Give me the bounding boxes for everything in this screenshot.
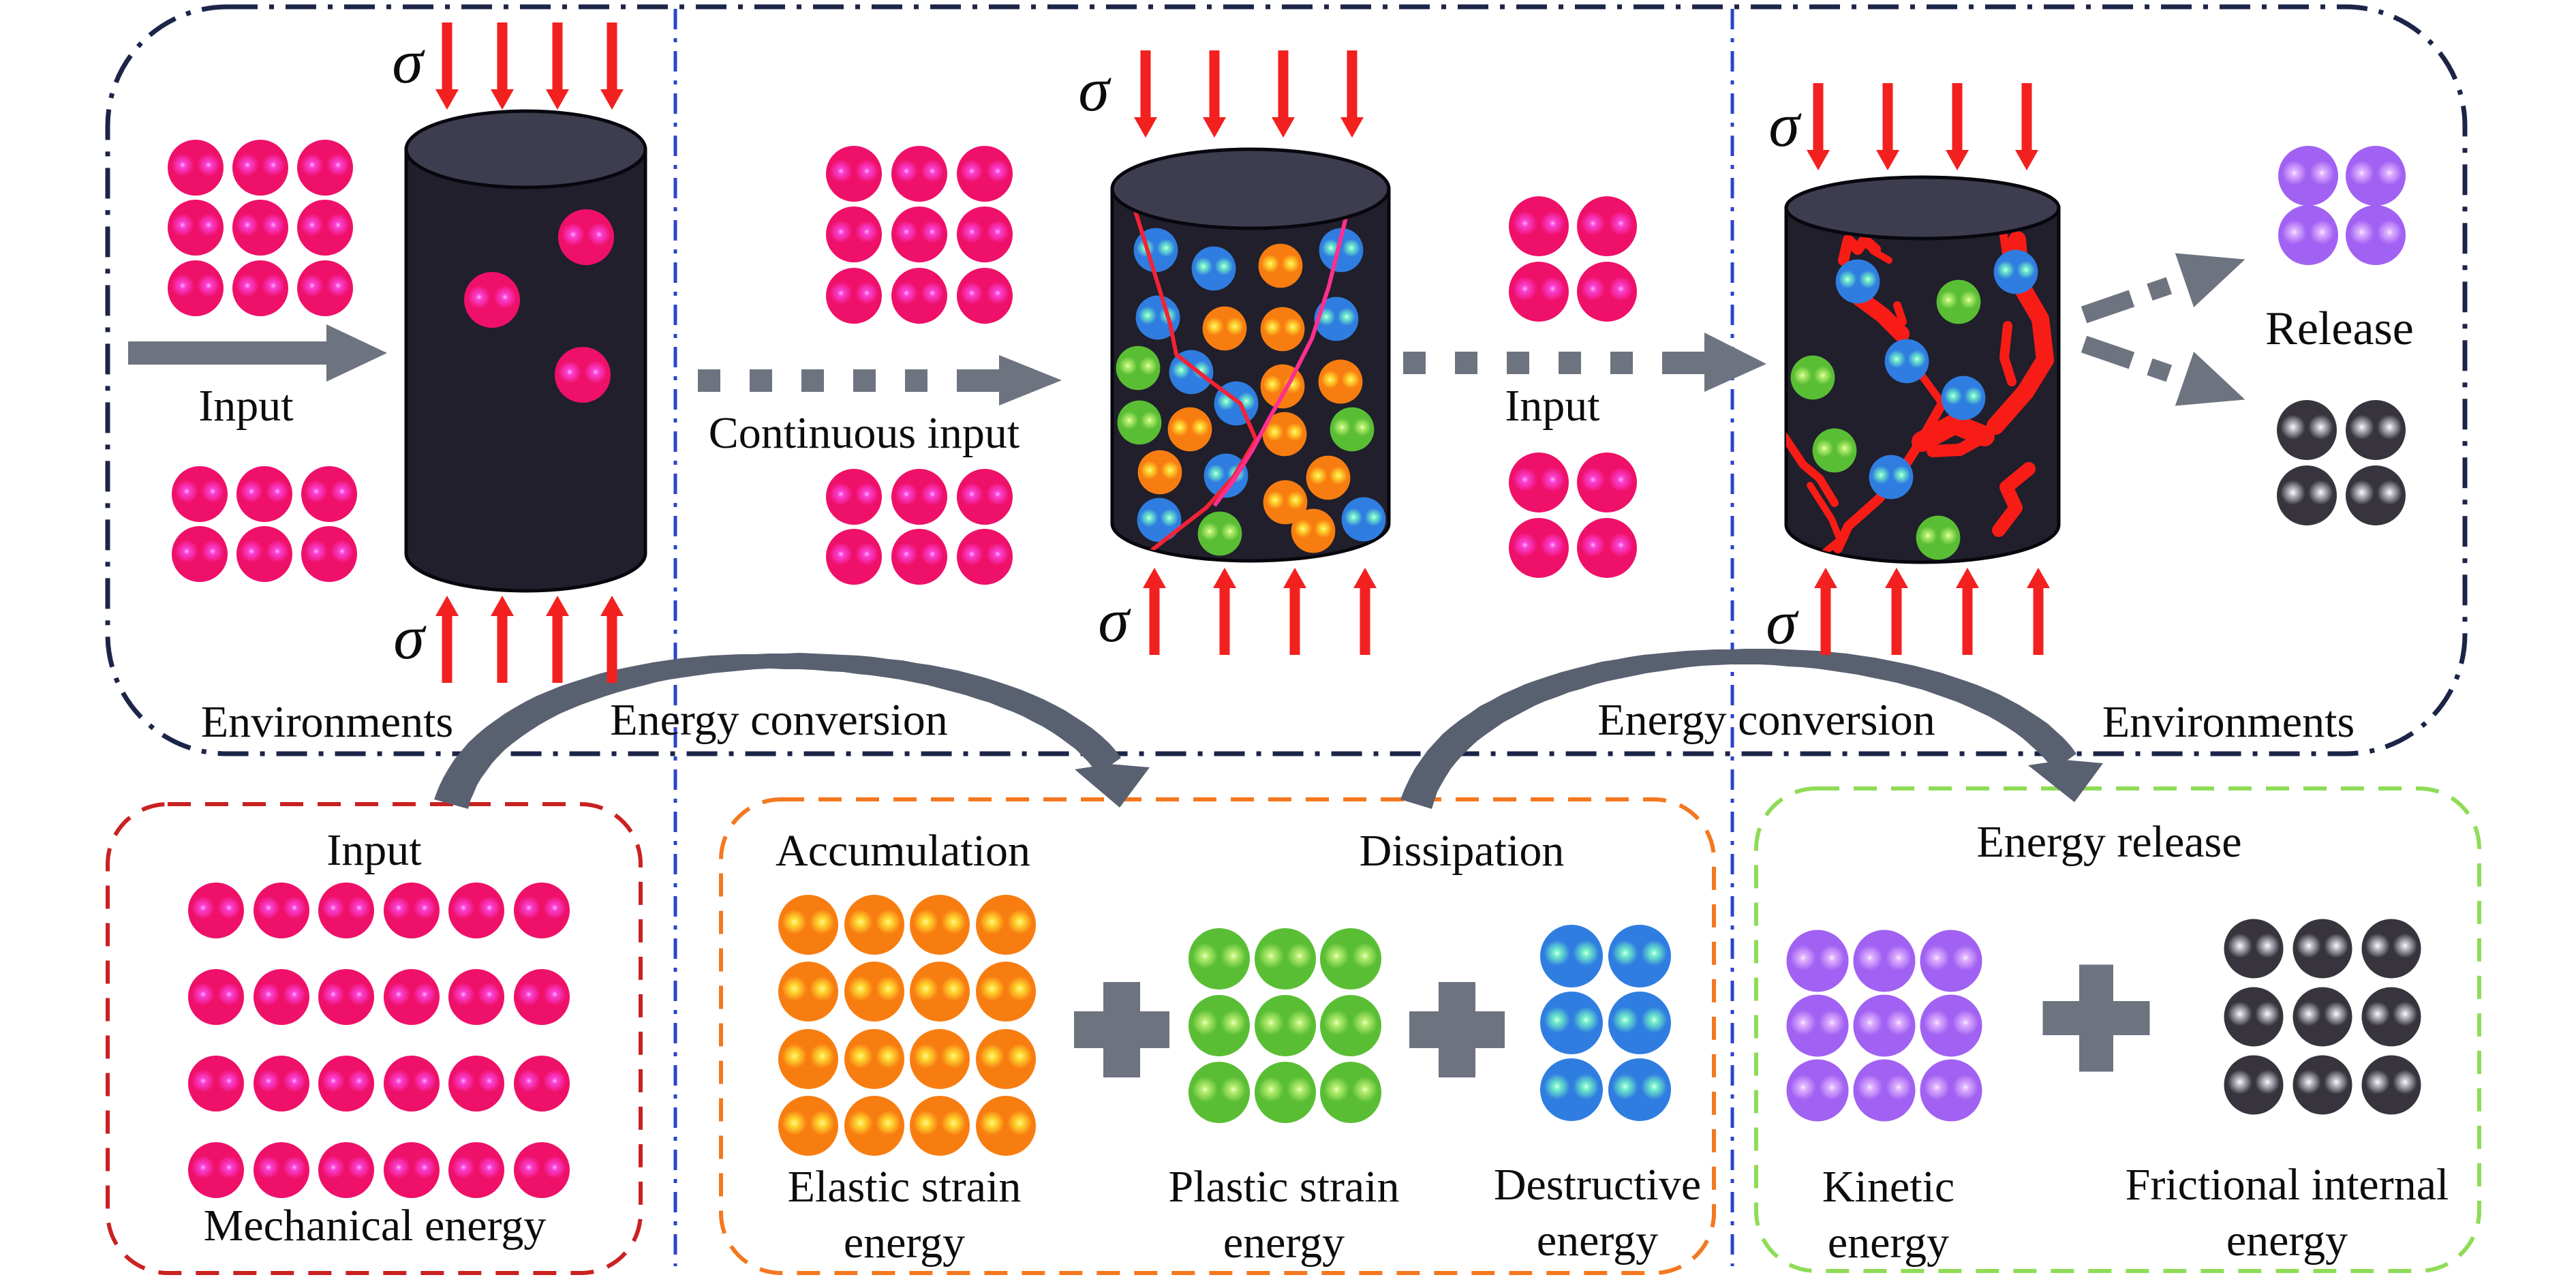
svg-text:energy: energy: [844, 1218, 965, 1268]
svg-text:Input: Input: [1505, 381, 1599, 431]
svg-text:energy: energy: [1223, 1218, 1345, 1268]
svg-text:σ: σ: [1768, 90, 1802, 159]
svg-text:Plastic strain: Plastic strain: [1168, 1162, 1399, 1212]
svg-text:Frictional internal: Frictional internal: [2126, 1160, 2449, 1210]
svg-text:Input: Input: [198, 381, 293, 431]
svg-text:energy: energy: [1537, 1216, 1658, 1266]
svg-text:Kinetic: Kinetic: [1822, 1162, 1954, 1212]
svg-text:Continuous input: Continuous input: [709, 408, 1020, 458]
svg-text:Input: Input: [326, 825, 421, 875]
svg-text:Dissipation: Dissipation: [1360, 826, 1565, 876]
svg-text:Environments: Environments: [201, 697, 453, 747]
svg-text:Elastic strain: Elastic strain: [788, 1162, 1022, 1212]
svg-text:Accumulation: Accumulation: [776, 826, 1030, 876]
svg-text:energy: energy: [1828, 1218, 1949, 1268]
svg-text:σ: σ: [1766, 587, 1799, 657]
svg-text:σ: σ: [1098, 585, 1131, 655]
svg-text:Release: Release: [2265, 303, 2414, 355]
svg-text:σ: σ: [393, 602, 427, 672]
svg-text:Destructive: Destructive: [1494, 1160, 1701, 1210]
svg-text:Energy release: Energy release: [1976, 817, 2241, 867]
svg-text:energy: energy: [2226, 1216, 2348, 1266]
svg-text:σ: σ: [1078, 55, 1111, 124]
svg-text:Energy conversion: Energy conversion: [610, 695, 947, 745]
svg-text:Mechanical energy: Mechanical energy: [204, 1201, 547, 1251]
svg-text:Energy conversion: Energy conversion: [1597, 695, 1935, 745]
svg-text:Environments: Environments: [2102, 697, 2355, 747]
svg-text:σ: σ: [392, 27, 425, 96]
